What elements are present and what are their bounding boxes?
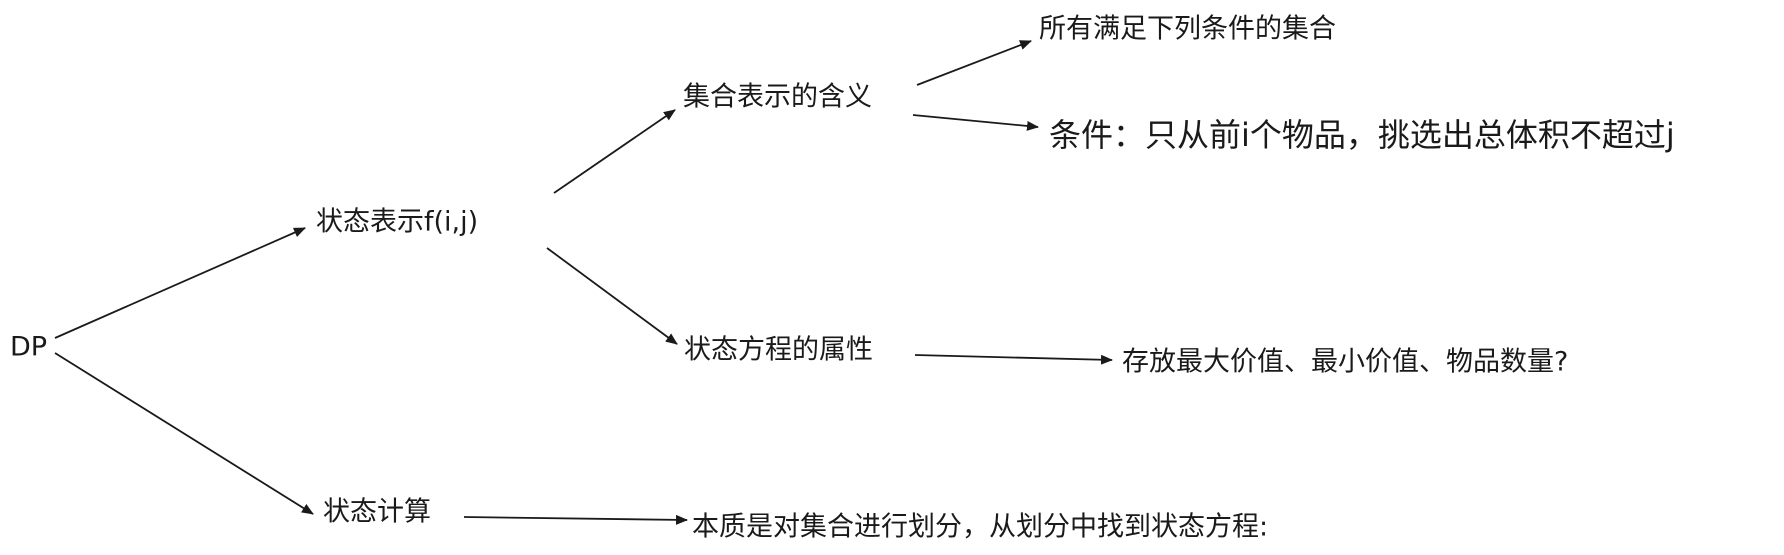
node-state-representation: 状态表示f(i,j) [316, 206, 479, 238]
arrow-attribute-to-values [914, 354, 1113, 365]
node-attribute-values: 存放最大价值、最小价值、物品数量? [1122, 346, 1569, 378]
arrow-computation-to-essence [463, 514, 688, 525]
arrow-set-meaning-to-all-sets [916, 40, 1032, 86]
node-state-computation: 状态计算 [323, 496, 431, 528]
node-all-sets: 所有满足下列条件的集合 [1039, 13, 1336, 45]
node-dp: DP [10, 331, 48, 363]
node-computation-essence: 本质是对集合进行划分，从划分中找到状态方程: [692, 511, 1269, 543]
arrow-representation-to-attribute [546, 247, 678, 345]
node-set-meaning: 集合表示的含义 [683, 81, 872, 113]
arrow-dp-to-state-computation [54, 352, 314, 515]
arrow-dp-to-state-representation [54, 227, 306, 339]
node-attribute: 状态方程的属性 [684, 334, 873, 366]
node-condition: 条件：只从前i个物品，挑选出总体积不超过j [1049, 116, 1675, 154]
arrow-set-meaning-to-condition [912, 114, 1039, 131]
arrow-representation-to-set-meaning [553, 109, 676, 194]
